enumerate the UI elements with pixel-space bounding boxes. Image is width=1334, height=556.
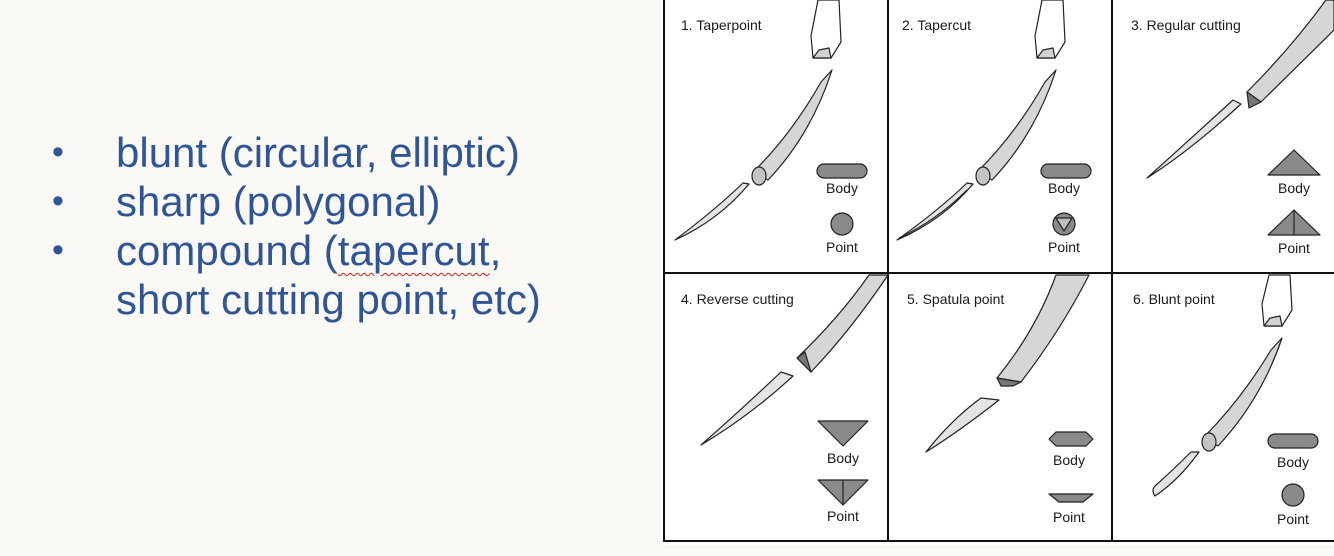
body-glyph [1267,433,1319,449]
needle-end [1263,315,1283,327]
body-label: Body [1277,454,1309,470]
panel-title: 3. Regular cutting [1131,17,1241,33]
body-label: Body [1048,180,1080,196]
needle-cross-section [996,377,1022,387]
body-label: Body [1278,180,1310,196]
bullet-dot: • [52,182,64,220]
point-glyph [1048,493,1094,503]
point-label: Point [827,508,859,524]
panel-title: 2. Tapercut [902,17,972,33]
point-glyph [1281,483,1305,507]
body-label: Body [827,450,859,466]
needle-end [812,47,832,59]
point-label: Point [1053,509,1085,525]
needle-tip [1146,99,1242,179]
bullet-item: • sharp (polygonal) [52,177,632,226]
point-label: Point [1048,239,1080,255]
bullet-item: • blunt (circular, elliptic) [52,128,632,177]
needle-point-figure: 1. Taperpoint 2. Tapercut 3. Regular cut… [661,0,1334,545]
body-label: Body [1053,452,1085,468]
point-label: Point [1277,511,1309,527]
bullet-item: • compound (tapercut, [52,226,632,275]
body-glyph [1040,163,1092,179]
panel-title: 4. Reverse cutting [681,291,794,307]
bullet-dot: • [52,133,64,171]
bullet-text: , [489,227,502,274]
bullet-text: short cutting point, etc) [116,276,541,323]
needle-end [1036,47,1056,59]
needle-tip-edge [898,189,968,239]
needle-cross-section [796,351,812,373]
panel-grid [663,0,1334,542]
needle-tip [1152,451,1200,497]
body-glyph [816,163,868,179]
body-glyph [817,420,869,447]
point-glyph [830,212,854,236]
panel-title: 6. Blunt point [1133,291,1215,307]
bullet-text: blunt (circular, elliptic) [116,129,520,176]
needle-cross-section [751,166,767,186]
needle-body [976,69,1057,181]
body-glyph [1267,149,1321,176]
point-label: Point [1278,240,1310,256]
bullet-dot: • [52,231,64,269]
needle-tip [925,397,1000,453]
body-glyph [1048,431,1094,447]
needle-tip [896,182,974,241]
needle-body [1202,337,1283,447]
needle-body [1246,0,1334,103]
bullet-item: short cutting point, etc) [52,275,632,324]
body-label: Body [826,180,858,196]
needle-diagram [663,0,1334,542]
needle-tip [700,371,794,446]
bullet-text: compound ( [116,227,338,274]
bullet-text: sharp (polygonal) [116,178,441,225]
point-label: Point [826,239,858,255]
needle-body [796,274,889,373]
needle-body [996,274,1090,383]
panel-title: 5. Spatula point [907,291,1005,307]
needle-cross-section [1246,91,1262,109]
needle-tip [674,182,750,241]
point-glyph-triangle [1055,217,1073,232]
spellcheck-word: tapercut [337,227,490,274]
needle-body [752,69,833,181]
needle-cross-section [1201,432,1217,452]
needle-cross-section [975,166,991,186]
bullet-list: • blunt (circular, elliptic) • sharp (poly… [52,128,632,324]
panel-title: 1. Taperpoint [681,17,762,33]
